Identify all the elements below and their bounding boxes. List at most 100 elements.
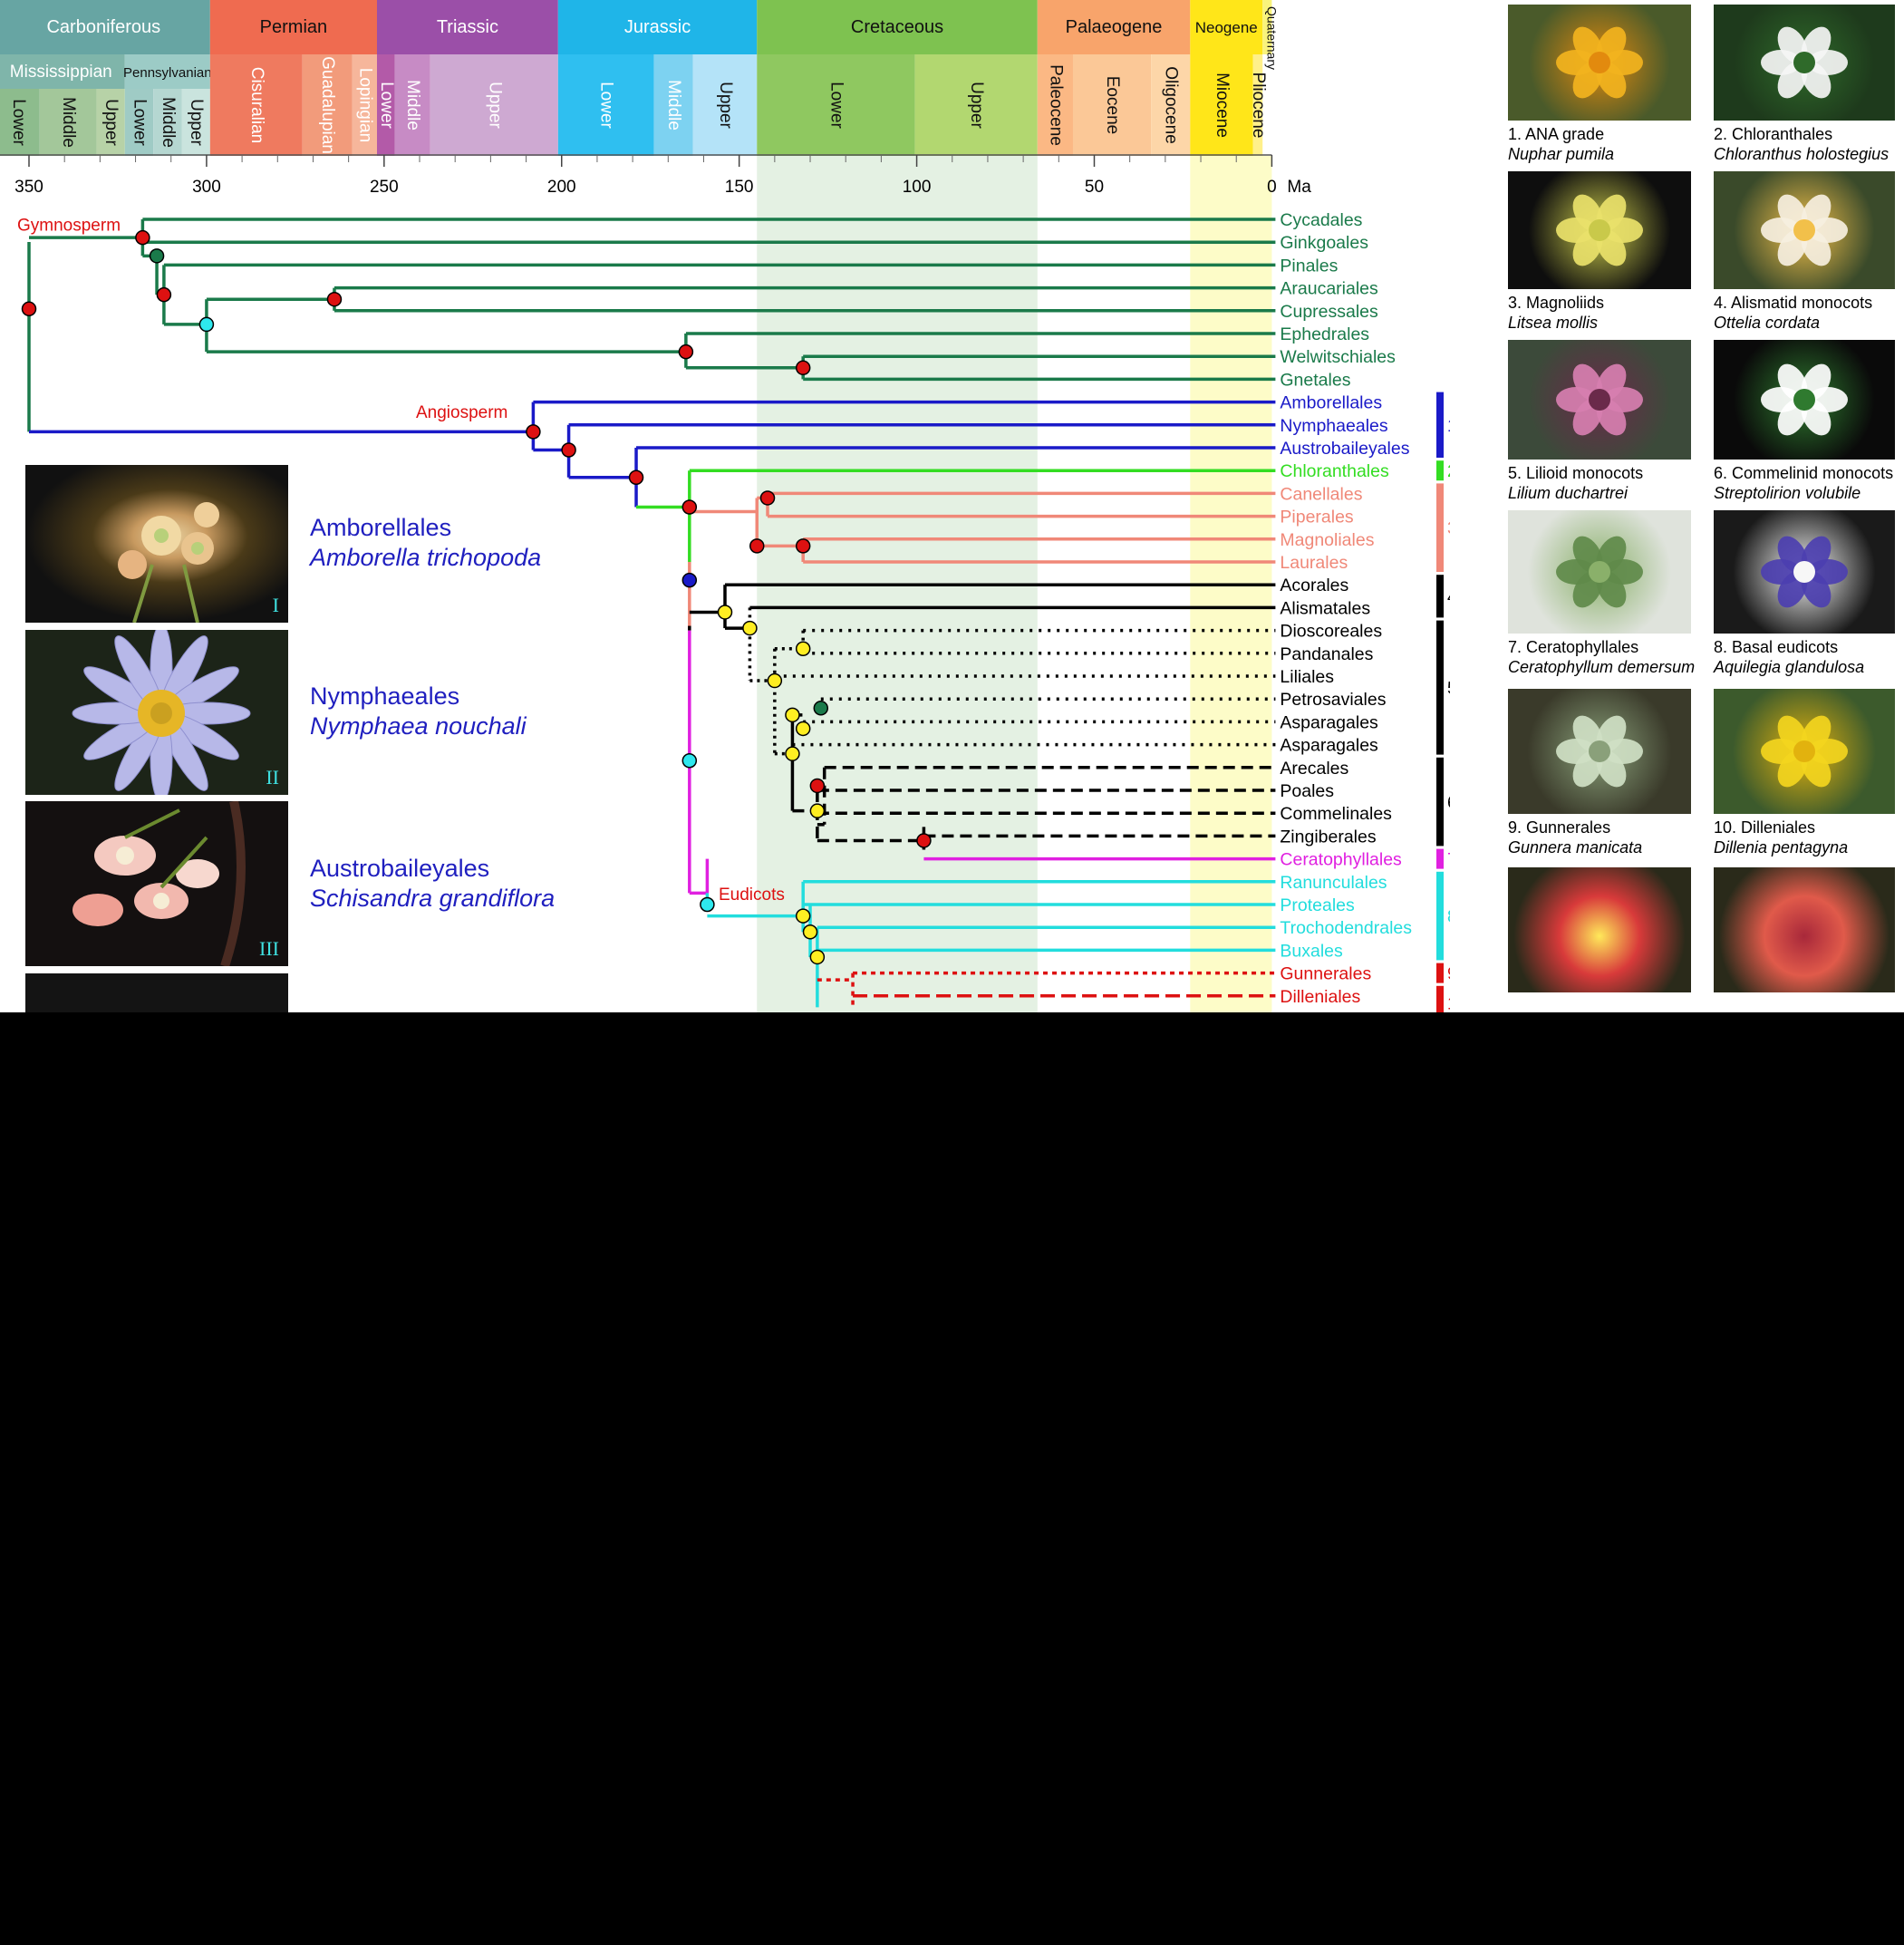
tree-node [681, 572, 698, 588]
taxon-label: Amborellales [1280, 393, 1382, 413]
flower-center [1589, 52, 1610, 73]
photo-numeral: II [266, 766, 279, 789]
group-number: 3 [1447, 519, 1450, 538]
photo-schisandra: III [25, 801, 288, 966]
epoch-box [557, 54, 654, 156]
taxon-label: Zingiberales [1280, 827, 1376, 847]
group-title: 3. Magnoliids [1508, 294, 1605, 312]
group-number: 7 [1447, 851, 1450, 870]
taxon-label: Ranunculales [1280, 873, 1387, 893]
epoch-box [1252, 54, 1263, 156]
photo-numeral: III [259, 937, 279, 960]
epoch-box [153, 89, 182, 156]
tree-node [526, 424, 541, 440]
tree-node [326, 291, 343, 307]
tree-node [742, 620, 758, 636]
taxon-label: Dilleniales [1280, 987, 1360, 1007]
taxon-label: Gnetales [1280, 370, 1350, 390]
taxon-label: Chloranthales [1280, 461, 1389, 481]
flower-center [1793, 52, 1815, 73]
group-number: 9 [1447, 965, 1450, 984]
axis-tick-label: 0 [1267, 178, 1277, 197]
tree-node [681, 499, 698, 515]
epoch-label: Upper [101, 99, 121, 146]
flower-illustration [1761, 536, 1848, 608]
tree-node [916, 833, 932, 848]
epoch-box [124, 89, 154, 156]
species-photo-partial [1714, 867, 1895, 992]
group-title: 6. Commelinid monocots [1714, 464, 1894, 482]
order-name: Austrobaileyales [310, 855, 490, 882]
photo-nymphaea: II [25, 630, 288, 795]
taxon-label: Ephedrales [1280, 324, 1369, 344]
tree-node [795, 721, 811, 737]
group-number: 10 [1447, 994, 1450, 1012]
epoch-label: Lower [9, 99, 28, 146]
epoch-box [1151, 54, 1191, 156]
flower-illustration [1761, 715, 1848, 788]
epoch-label: Pliocene [1249, 73, 1268, 139]
blank-dark-area [0, 1012, 1904, 1945]
species-name: Gunnera manicata [1508, 838, 1643, 856]
tree-node [795, 908, 811, 924]
tree-node [759, 490, 776, 506]
period-box [557, 0, 758, 54]
epoch-label: Oligocene [1162, 66, 1181, 144]
taxon-label: Cupressales [1280, 302, 1378, 322]
axis-tick-label: 250 [370, 178, 399, 197]
group-number: 1 [1447, 417, 1450, 436]
period-label: Neogene [1195, 19, 1258, 36]
species-name: Aquilegia glandulosa [1714, 658, 1865, 676]
epoch-box [1037, 54, 1073, 156]
species-name: Amborella trichopoda [310, 544, 542, 571]
species-photo-partial [1508, 867, 1691, 992]
taxon-label: Petrosaviales [1280, 690, 1386, 710]
group-bar [1436, 963, 1444, 983]
clade-label: Gymnosperm [17, 217, 121, 236]
group-number: 2 [1447, 462, 1450, 481]
flower-center [1589, 219, 1610, 241]
species-photo [1714, 340, 1895, 460]
epoch-box [692, 54, 758, 156]
caption-nymphaeales: Nymphaeales Nymphaea nouchali [310, 682, 527, 741]
taxon-label: Pandanales [1280, 644, 1373, 664]
flower-illustration [1556, 536, 1643, 608]
taxon-label: Liliales [1280, 667, 1334, 687]
species-name: Dillenia pentagyna [1714, 838, 1849, 856]
group-number: 5 [1447, 680, 1450, 699]
taxon-label: Proteales [1280, 895, 1355, 915]
epoch-box [394, 54, 430, 156]
tree-node [785, 707, 800, 723]
taxon-label: Arecales [1280, 759, 1348, 779]
flower-illustration-2 [72, 630, 251, 795]
epoch-label: Lower [377, 82, 396, 129]
epoch-label: Paleocene [1046, 64, 1065, 146]
taxon-label: Alismatales [1280, 598, 1370, 618]
species-photo [1508, 510, 1691, 634]
group-bar [1436, 985, 1444, 1012]
epoch-label: Guadalupian [318, 56, 337, 154]
order-name: Amborellales [310, 514, 452, 541]
epoch-label: Lower [597, 82, 616, 129]
subperiod-box [0, 54, 125, 89]
group-title: 9. Gunnerales [1508, 818, 1611, 837]
period-box [757, 0, 1038, 54]
flower-illustration [1556, 715, 1643, 788]
taxon-label: Nymphaeales [1280, 416, 1387, 436]
epoch-label: Upper [716, 82, 735, 129]
flower-center [1793, 219, 1815, 241]
species-photo [1508, 171, 1691, 289]
tree-node [785, 746, 800, 761]
photo-amborella: I [25, 465, 288, 623]
taxon-label: Acorales [1280, 576, 1348, 595]
epoch-box [352, 54, 377, 156]
taxon-label: Dioscoreales [1280, 622, 1382, 642]
species-photo [1714, 5, 1895, 121]
taxon-label: Canellales [1280, 484, 1362, 504]
species-name: Chloranthus holostegius [1714, 145, 1890, 163]
epoch-box [376, 54, 395, 156]
